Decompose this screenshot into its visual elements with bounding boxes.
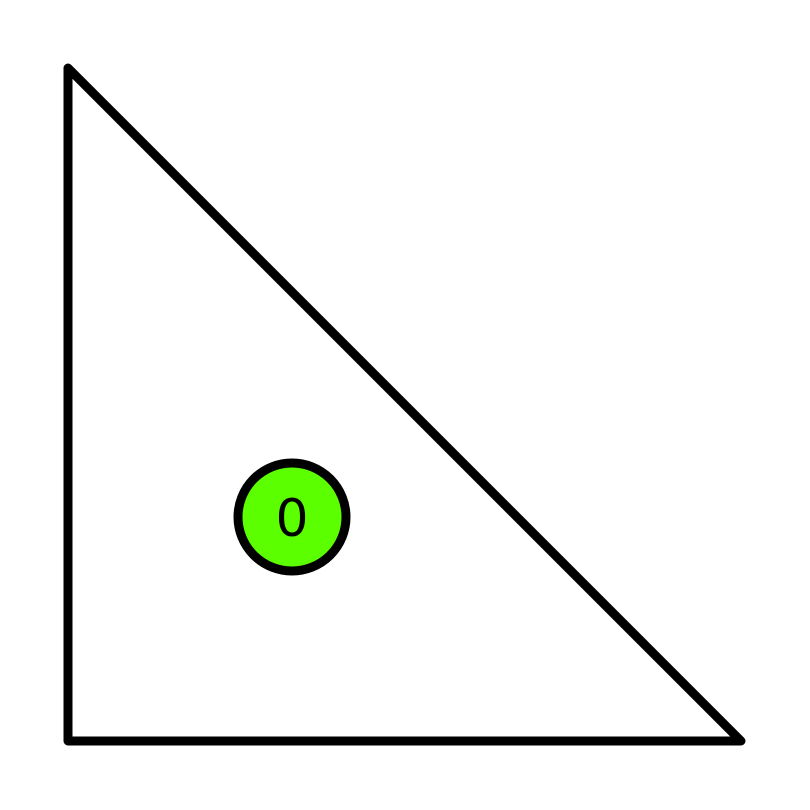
node-marker: 0: [233, 458, 351, 576]
right-triangle: [63, 63, 746, 746]
node-marker-label: 0: [275, 489, 308, 549]
node-marker-circle: [233, 458, 351, 576]
